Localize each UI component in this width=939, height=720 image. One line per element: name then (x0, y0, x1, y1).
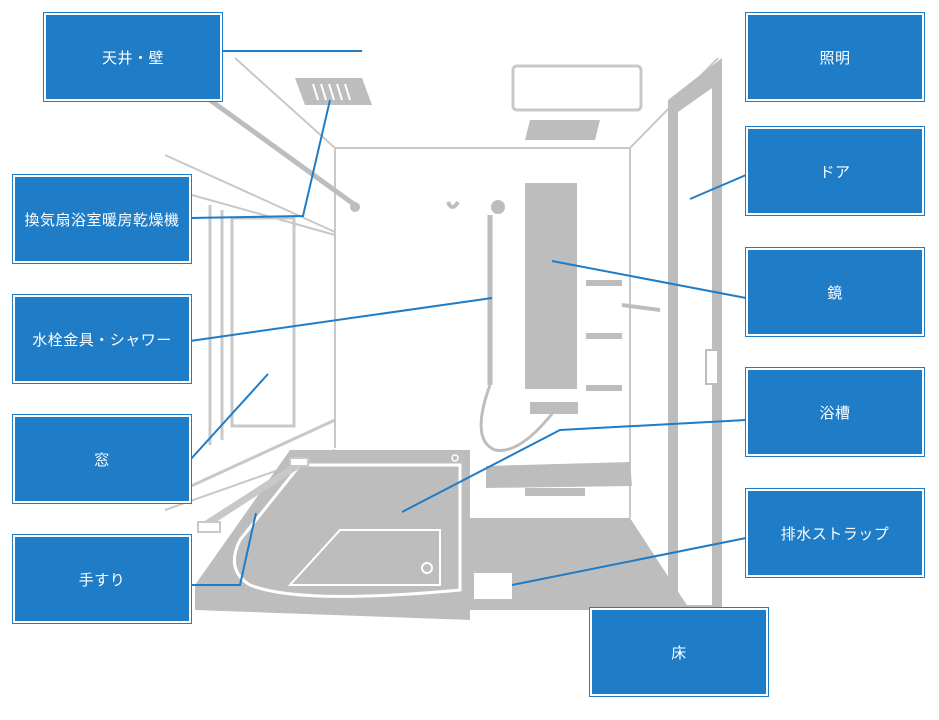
counter (486, 462, 632, 496)
leader-lines (189, 50, 747, 586)
label-bathtub: 浴槽 (745, 367, 925, 457)
label-faucet-shower: 水栓金具・シャワー (12, 294, 192, 384)
drain-icon (472, 571, 514, 601)
mirror-panel (525, 183, 577, 389)
label-window: 窓 (12, 414, 192, 504)
label-floor: 床 (589, 607, 769, 697)
shower-icon (479, 200, 557, 452)
ceiling-light-icon (511, 64, 643, 140)
label-drain-strap: 排水ストラップ (745, 488, 925, 578)
label-handrail: 手すり (12, 534, 192, 624)
door-frame (668, 58, 722, 610)
ventilation-fan-icon (295, 78, 372, 105)
label-lighting: 照明 (745, 12, 925, 102)
label-fan-dryer: 換気扇浴室暖房乾燥機 (12, 174, 192, 264)
handrail-icon (197, 457, 309, 533)
floor-area (470, 518, 690, 610)
faucet-icon (530, 402, 578, 414)
label-ceiling-wall: 天井・壁 (43, 12, 223, 102)
bathtub-icon (195, 450, 470, 620)
ceiling-rail (208, 97, 357, 208)
shelves (586, 280, 622, 391)
label-mirror: 鏡 (745, 247, 925, 337)
label-door: ドア (745, 126, 925, 216)
window-frame (208, 205, 296, 445)
